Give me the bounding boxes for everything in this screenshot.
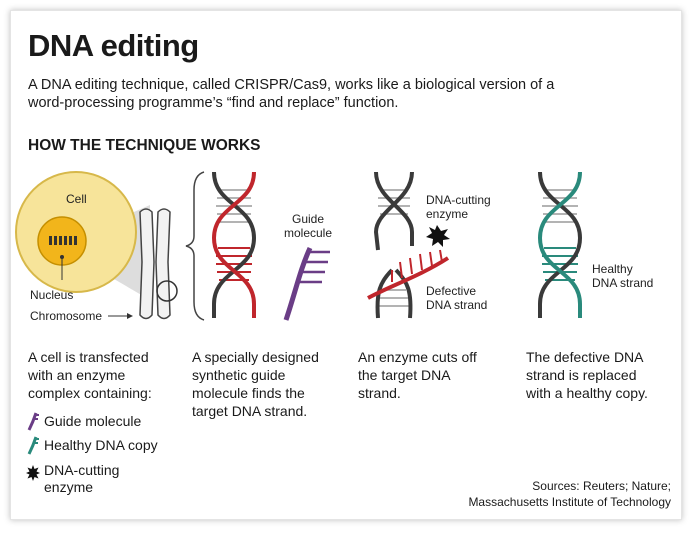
guide-molecule-label: Guide molecule bbox=[284, 212, 333, 240]
sources-note: Sources: Reuters; Nature; Massachusetts … bbox=[468, 479, 671, 509]
defective-strand-label: Defective DNA strand bbox=[426, 284, 488, 312]
healthy-strand-label: Healthy DNA strand bbox=[592, 262, 654, 290]
section-heading: HOW THE TECHNIQUE WORKS bbox=[28, 137, 261, 154]
page-title: DNA editing bbox=[28, 28, 199, 63]
step-3-caption: An enzyme cuts off the target DNA strand… bbox=[358, 349, 477, 401]
enzyme-star-icon bbox=[26, 465, 40, 481]
intro-text: A DNA editing technique, called CRISPR/C… bbox=[28, 77, 555, 111]
healthy-dna-icon bbox=[27, 436, 39, 455]
legend-dna-cutting-enzyme: DNA-cutting enzyme bbox=[26, 462, 158, 496]
dna-helix-cut bbox=[373, 171, 414, 319]
defective-strand-fragment bbox=[367, 249, 450, 300]
dna-cutting-enzyme-label: DNA-cutting enzyme bbox=[426, 193, 491, 221]
bracket-line bbox=[185, 171, 205, 321]
cell-label: Cell bbox=[66, 192, 87, 206]
step-1-caption: A cell is transfected with an enzyme com… bbox=[28, 349, 152, 401]
legend-guide-molecule: Guide molecule bbox=[26, 410, 158, 432]
step-2-caption: A specially designed synthetic guide mol… bbox=[192, 349, 319, 419]
guide-molecule-icon bbox=[27, 412, 39, 431]
enzyme-star-shape bbox=[426, 225, 450, 247]
legend-healthy-dna: Healthy DNA copy bbox=[26, 432, 158, 458]
legend: Guide molecule Healthy DNA copy DNA-cutt… bbox=[26, 410, 158, 496]
cell-diagram bbox=[15, 171, 150, 300]
dna-helix-repaired bbox=[537, 171, 583, 318]
guide-molecule-shape bbox=[283, 246, 330, 321]
step-4-caption: The defective DNA strand is replaced wit… bbox=[526, 349, 648, 401]
chromosome-label: Chromosome bbox=[30, 309, 103, 323]
dna-helix-search bbox=[211, 171, 257, 318]
chromosome-shape bbox=[108, 208, 178, 320]
nucleus-label: Nucleus bbox=[30, 288, 74, 302]
